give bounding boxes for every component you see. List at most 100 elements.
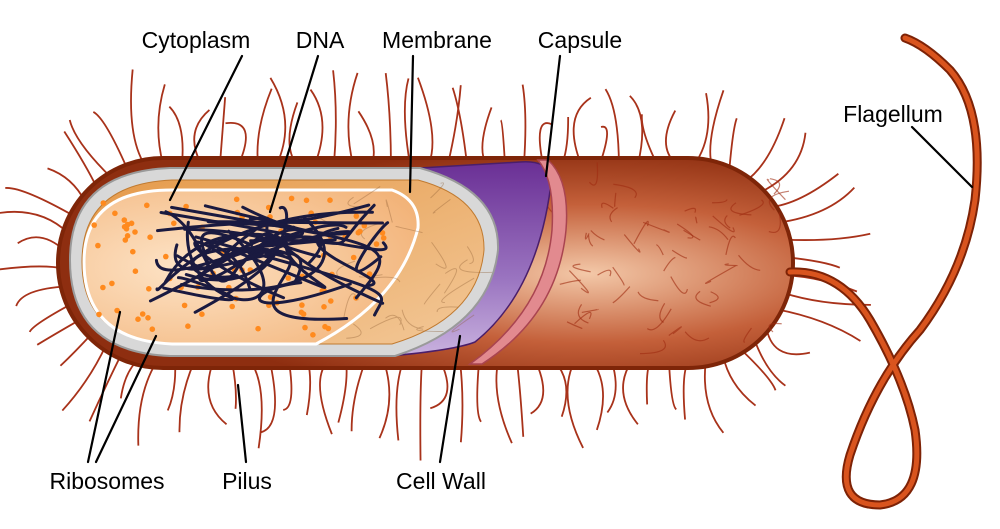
- ribosome: [353, 213, 360, 219]
- capsule-band: [467, 159, 568, 365]
- label-membrane: Membrane: [382, 27, 492, 53]
- pilus-strand: [604, 88, 620, 165]
- labels: Cytoplasm DNA Membrane Capsule Flagellum…: [49, 27, 942, 494]
- surface-hair: [684, 331, 710, 342]
- ribosome: [144, 202, 150, 209]
- surface-hair: [659, 302, 666, 323]
- pilus-strand: [622, 361, 639, 425]
- surface-hair: [684, 207, 697, 213]
- surface-hair: [601, 202, 614, 209]
- texture-line: [459, 259, 493, 273]
- surface-hair: [643, 221, 670, 233]
- texture-line: [416, 325, 444, 333]
- pilus-strand: [481, 107, 493, 165]
- leader-lines: [86, 54, 974, 464]
- pilus-strand: [332, 70, 337, 165]
- dna-strand: [185, 220, 266, 302]
- ribosome: [328, 298, 334, 304]
- ribosome: [100, 200, 107, 206]
- surface-hair: [683, 229, 701, 241]
- pilus-strand: [566, 361, 584, 449]
- surface-hair: [577, 304, 589, 324]
- pilus-strand: [495, 361, 513, 444]
- pilus-strand: [744, 117, 786, 183]
- ribosome: [322, 323, 328, 330]
- surface-hair: [670, 276, 688, 294]
- pilus-strand: [157, 84, 166, 165]
- surface-hair: [768, 212, 781, 233]
- ribosome: [299, 302, 305, 308]
- pilus-strand: [378, 361, 391, 439]
- ribosome: [183, 203, 189, 210]
- leader-ribosomes-2: [94, 334, 158, 464]
- surface-hair: [738, 254, 761, 271]
- texture-line: [385, 199, 393, 223]
- pilus-strand: [337, 361, 348, 423]
- surface-hair: [768, 190, 790, 211]
- pilus-strand: [178, 361, 195, 433]
- surface-hair: [712, 215, 735, 233]
- label-pilus: Pilus: [222, 468, 272, 494]
- surface-hair: [730, 202, 752, 216]
- pilus-strand: [0, 210, 70, 234]
- dna-strand: [179, 215, 326, 292]
- pilus-strand: [784, 232, 871, 241]
- ribosome: [114, 307, 120, 314]
- dna-strand: [159, 211, 388, 252]
- pilus-strand: [451, 87, 468, 165]
- pilus-strand: [516, 361, 525, 437]
- surface-hair: [623, 234, 641, 253]
- leader-cell-wall: [438, 334, 462, 464]
- texture-line: [431, 241, 447, 269]
- surface-hair: [559, 279, 581, 285]
- texture-line: [369, 316, 402, 330]
- pilus-strand: [419, 361, 423, 461]
- leader-cytoplasm: [168, 54, 244, 202]
- pilus-strand: [384, 73, 392, 165]
- pilus-strand: [309, 89, 324, 165]
- pilus-strand: [665, 110, 677, 165]
- label-cell-wall: Cell Wall: [396, 468, 486, 494]
- leader-flagellum: [910, 125, 974, 189]
- dna-strand: [203, 204, 305, 261]
- surface-hair: [640, 339, 667, 355]
- ribosome: [112, 210, 118, 217]
- ribosome: [302, 324, 308, 331]
- pilus-strand: [417, 77, 434, 165]
- flagellum-highlight: [787, 35, 980, 508]
- pilus-strand: [319, 361, 333, 435]
- pilus-strand: [592, 361, 604, 431]
- pilus-strand: [629, 95, 644, 165]
- pilus-strand: [403, 78, 411, 165]
- pilus-strand: [572, 96, 592, 165]
- ribosome: [96, 311, 102, 318]
- texture-line: [401, 309, 424, 330]
- ribosome: [149, 326, 156, 333]
- pilus-strand: [269, 77, 287, 165]
- leader-membrane: [408, 54, 415, 194]
- dna-strands: [148, 203, 390, 321]
- texture-line: [423, 283, 441, 305]
- pilus-strand: [256, 88, 273, 165]
- label-dna: DNA: [296, 27, 345, 53]
- surface-hair: [725, 235, 736, 256]
- surface-hair: [637, 291, 659, 302]
- surface-hair: [597, 269, 612, 277]
- ribosome: [130, 248, 136, 255]
- dna-strand: [175, 231, 254, 270]
- surface-hair: [724, 215, 731, 229]
- texture-line: [466, 246, 474, 265]
- pilus-strand: [259, 361, 276, 434]
- pilus-strand: [459, 361, 464, 443]
- dna-strand: [183, 220, 274, 245]
- surface-hair: [705, 265, 736, 285]
- pilus-strand: [5, 187, 76, 218]
- ribosome: [310, 332, 316, 338]
- surface-hair: [614, 192, 617, 207]
- ribosome: [123, 226, 130, 232]
- ribosome: [288, 195, 295, 202]
- ribosome: [303, 197, 310, 204]
- surface-hair: [724, 263, 738, 267]
- dna-strand: [162, 276, 235, 302]
- ribosome: [355, 229, 362, 236]
